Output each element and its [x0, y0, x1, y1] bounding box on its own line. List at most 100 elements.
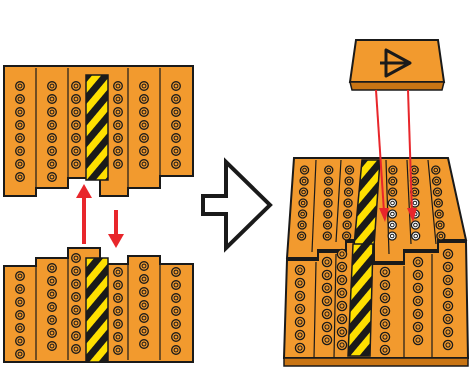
- stud: [15, 81, 25, 91]
- stud: [113, 133, 123, 143]
- stud-center: [115, 347, 121, 353]
- stud-center: [115, 148, 121, 154]
- stud: [47, 120, 57, 130]
- stud: [298, 187, 309, 197]
- stud: [171, 280, 181, 290]
- stud: [336, 274, 348, 286]
- transition-arrow-icon: [201, 157, 273, 253]
- stud-center: [141, 161, 147, 167]
- stud: [47, 263, 57, 273]
- stud-center: [173, 295, 179, 301]
- stud: [47, 133, 57, 143]
- highlight-stud-center: [389, 233, 395, 239]
- stud: [15, 120, 25, 130]
- stud-center: [301, 189, 306, 195]
- stud: [113, 107, 123, 117]
- stud-center: [339, 251, 345, 257]
- stud-center: [415, 259, 421, 265]
- stud: [343, 187, 354, 197]
- stud: [47, 94, 57, 104]
- stud-center: [115, 135, 121, 141]
- stud-center: [324, 285, 330, 291]
- stud-center: [382, 269, 388, 275]
- stud: [336, 313, 348, 325]
- stud-center: [17, 83, 23, 89]
- stud-center: [141, 341, 147, 347]
- highlight-stud: [387, 209, 398, 219]
- highlight-stud: [387, 220, 397, 230]
- stud: [71, 331, 81, 341]
- stud-center: [115, 321, 121, 327]
- top-left-panel: [3, 65, 194, 197]
- stud: [139, 287, 149, 297]
- stud: [171, 306, 181, 316]
- stud: [139, 133, 149, 143]
- stud: [71, 292, 81, 302]
- stud-center: [73, 122, 79, 128]
- stud: [15, 271, 25, 281]
- stud-center: [299, 233, 304, 239]
- stud: [342, 209, 353, 219]
- stud-center: [297, 267, 303, 273]
- stud: [379, 305, 391, 317]
- stud: [379, 279, 391, 291]
- stud-center: [299, 222, 305, 228]
- stud: [113, 306, 123, 316]
- stud-center: [49, 135, 55, 141]
- stud: [336, 287, 348, 299]
- stud: [47, 172, 57, 182]
- stud: [71, 107, 81, 117]
- stud-center: [49, 304, 55, 310]
- stud-center: [302, 167, 307, 173]
- stud-center: [382, 308, 388, 314]
- stud-center: [339, 342, 345, 348]
- stud: [412, 282, 424, 294]
- stud-center: [301, 178, 307, 184]
- stud-center: [382, 347, 388, 353]
- stud: [321, 282, 333, 294]
- stud-center: [73, 268, 79, 274]
- stud-center: [339, 277, 345, 283]
- stud: [324, 165, 334, 175]
- stud: [47, 159, 57, 169]
- stud: [171, 133, 181, 143]
- stud: [336, 248, 348, 260]
- stud-center: [445, 316, 451, 322]
- stud: [171, 345, 181, 355]
- stud: [71, 344, 81, 354]
- stud: [171, 293, 181, 303]
- stud: [294, 303, 306, 315]
- stud-center: [415, 337, 421, 343]
- stud: [139, 159, 149, 169]
- stud: [139, 146, 149, 156]
- stud-center: [445, 264, 451, 270]
- highlight-stud: [410, 220, 421, 230]
- stud: [171, 146, 181, 156]
- stud: [321, 321, 333, 333]
- stud-center: [17, 96, 23, 102]
- stud: [442, 287, 454, 299]
- stud: [322, 231, 332, 241]
- stud-center: [49, 161, 55, 167]
- stud-center: [390, 178, 396, 184]
- stud-center: [382, 334, 388, 340]
- highlight-stud: [411, 231, 421, 241]
- stud: [139, 120, 149, 130]
- stud-center: [115, 161, 121, 167]
- stud-center: [17, 148, 23, 154]
- stud: [296, 231, 307, 241]
- stud: [171, 107, 181, 117]
- stud-center: [115, 83, 121, 89]
- stud: [113, 146, 123, 156]
- stud-center: [297, 345, 303, 351]
- highlight-stud: [387, 198, 398, 208]
- stud-center: [297, 319, 303, 325]
- bottom-left-panel: [3, 247, 194, 363]
- stud: [171, 267, 181, 277]
- column-divider: [427, 159, 437, 245]
- stud: [15, 146, 25, 156]
- stud: [171, 94, 181, 104]
- stud-center: [49, 291, 55, 297]
- stud: [139, 339, 149, 349]
